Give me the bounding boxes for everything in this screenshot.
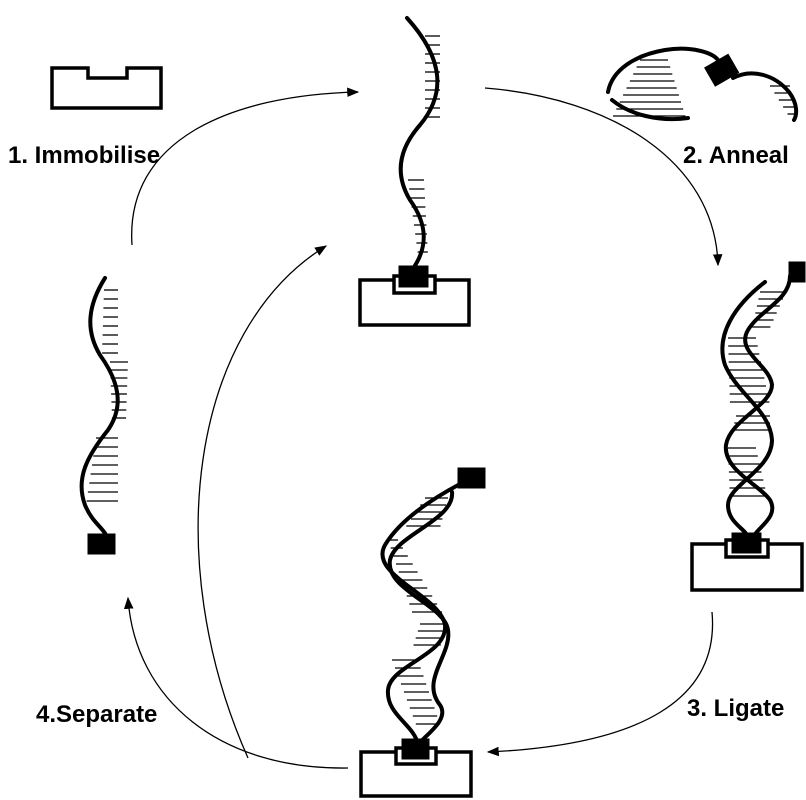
arrow-recycle-support [197, 245, 328, 759]
annealed-duplex-rungs [728, 291, 786, 497]
step-immobilise-label: 1. Immobilise [8, 142, 160, 169]
annealing-probes [606, 46, 799, 122]
ligated-duplex [359, 467, 486, 798]
probe-right-rungs [770, 85, 796, 115]
bottom-probe-tag [457, 467, 486, 489]
step-anneal-label: 2. Anneal [683, 142, 789, 169]
ligated-template-strand [380, 482, 462, 747]
right-anchor-tag [731, 532, 762, 554]
separated-strand [79, 276, 128, 555]
immobilised-strand [398, 16, 440, 272]
probe-strand-left-tail [610, 98, 690, 122]
anchor-tag [398, 265, 429, 288]
annealed-template-strand [720, 280, 775, 542]
arrow-ligate [486, 611, 714, 757]
empty-solid-support [50, 66, 163, 110]
separated-strand-rungs [86, 289, 128, 502]
annealed-probe-strand [723, 274, 792, 542]
probe-tag [704, 53, 740, 87]
bottom-anchor-tag [401, 738, 430, 760]
arrow-immobilise [131, 87, 360, 246]
arrow-anneal [484, 87, 723, 267]
step-ligate-label: 3. Ligate [687, 695, 784, 722]
arrow-separate [123, 596, 349, 769]
probe-strand-left [606, 46, 720, 94]
annealed-duplex [690, 261, 806, 592]
probe-strand-right [731, 71, 799, 122]
right-probe-tag [788, 261, 806, 283]
step-separate-label: 4.Separate [36, 701, 157, 728]
immobilised-single-strand [358, 16, 471, 327]
separated-anchor-tag [87, 533, 116, 555]
separated-strand-path [79, 276, 120, 537]
ligated-probe-strand [387, 490, 455, 747]
